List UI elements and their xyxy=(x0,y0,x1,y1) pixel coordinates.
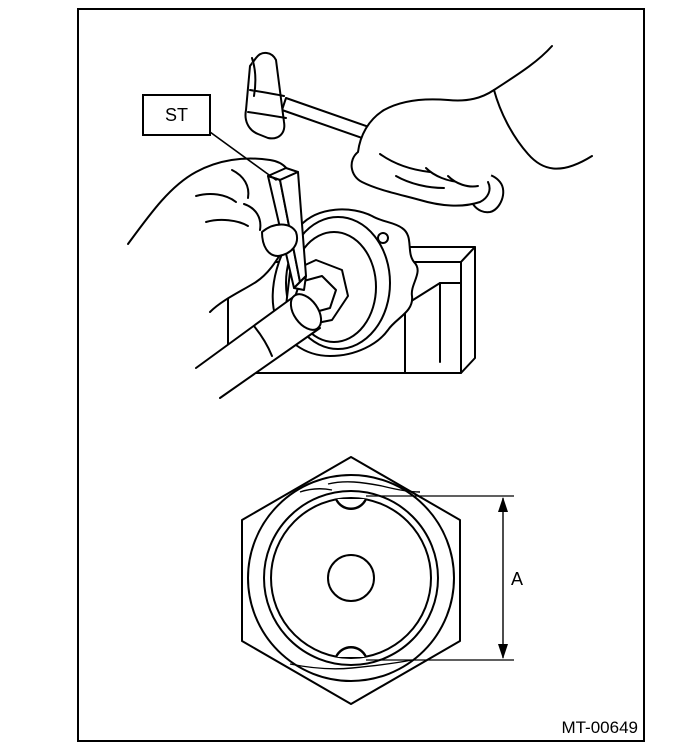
st-callout-label: ST xyxy=(165,105,188,125)
dimension-label: A xyxy=(511,569,523,589)
st-callout-box xyxy=(142,94,211,136)
left-thumb xyxy=(261,223,298,257)
nut-hexagon xyxy=(241,456,461,705)
inner-ring-inner xyxy=(270,497,432,659)
center-bore xyxy=(327,554,375,602)
dimension-arrow-bottom xyxy=(498,644,508,659)
outer-ring xyxy=(247,474,455,682)
nut-staking-detail xyxy=(241,456,514,705)
staking-operation-drawing xyxy=(127,45,593,399)
figure-code: MT-00649 xyxy=(561,718,638,737)
top-stake-notch xyxy=(334,498,368,510)
flange-hole xyxy=(377,232,389,244)
right-hand xyxy=(350,45,593,207)
inner-ring-outer xyxy=(263,490,439,666)
st-leader-line xyxy=(209,131,277,181)
figure-frame xyxy=(77,8,645,742)
left-hand xyxy=(127,157,300,313)
shaft xyxy=(195,293,323,399)
bottom-stake-notch xyxy=(334,646,368,658)
dimension-arrow-top xyxy=(498,497,508,512)
